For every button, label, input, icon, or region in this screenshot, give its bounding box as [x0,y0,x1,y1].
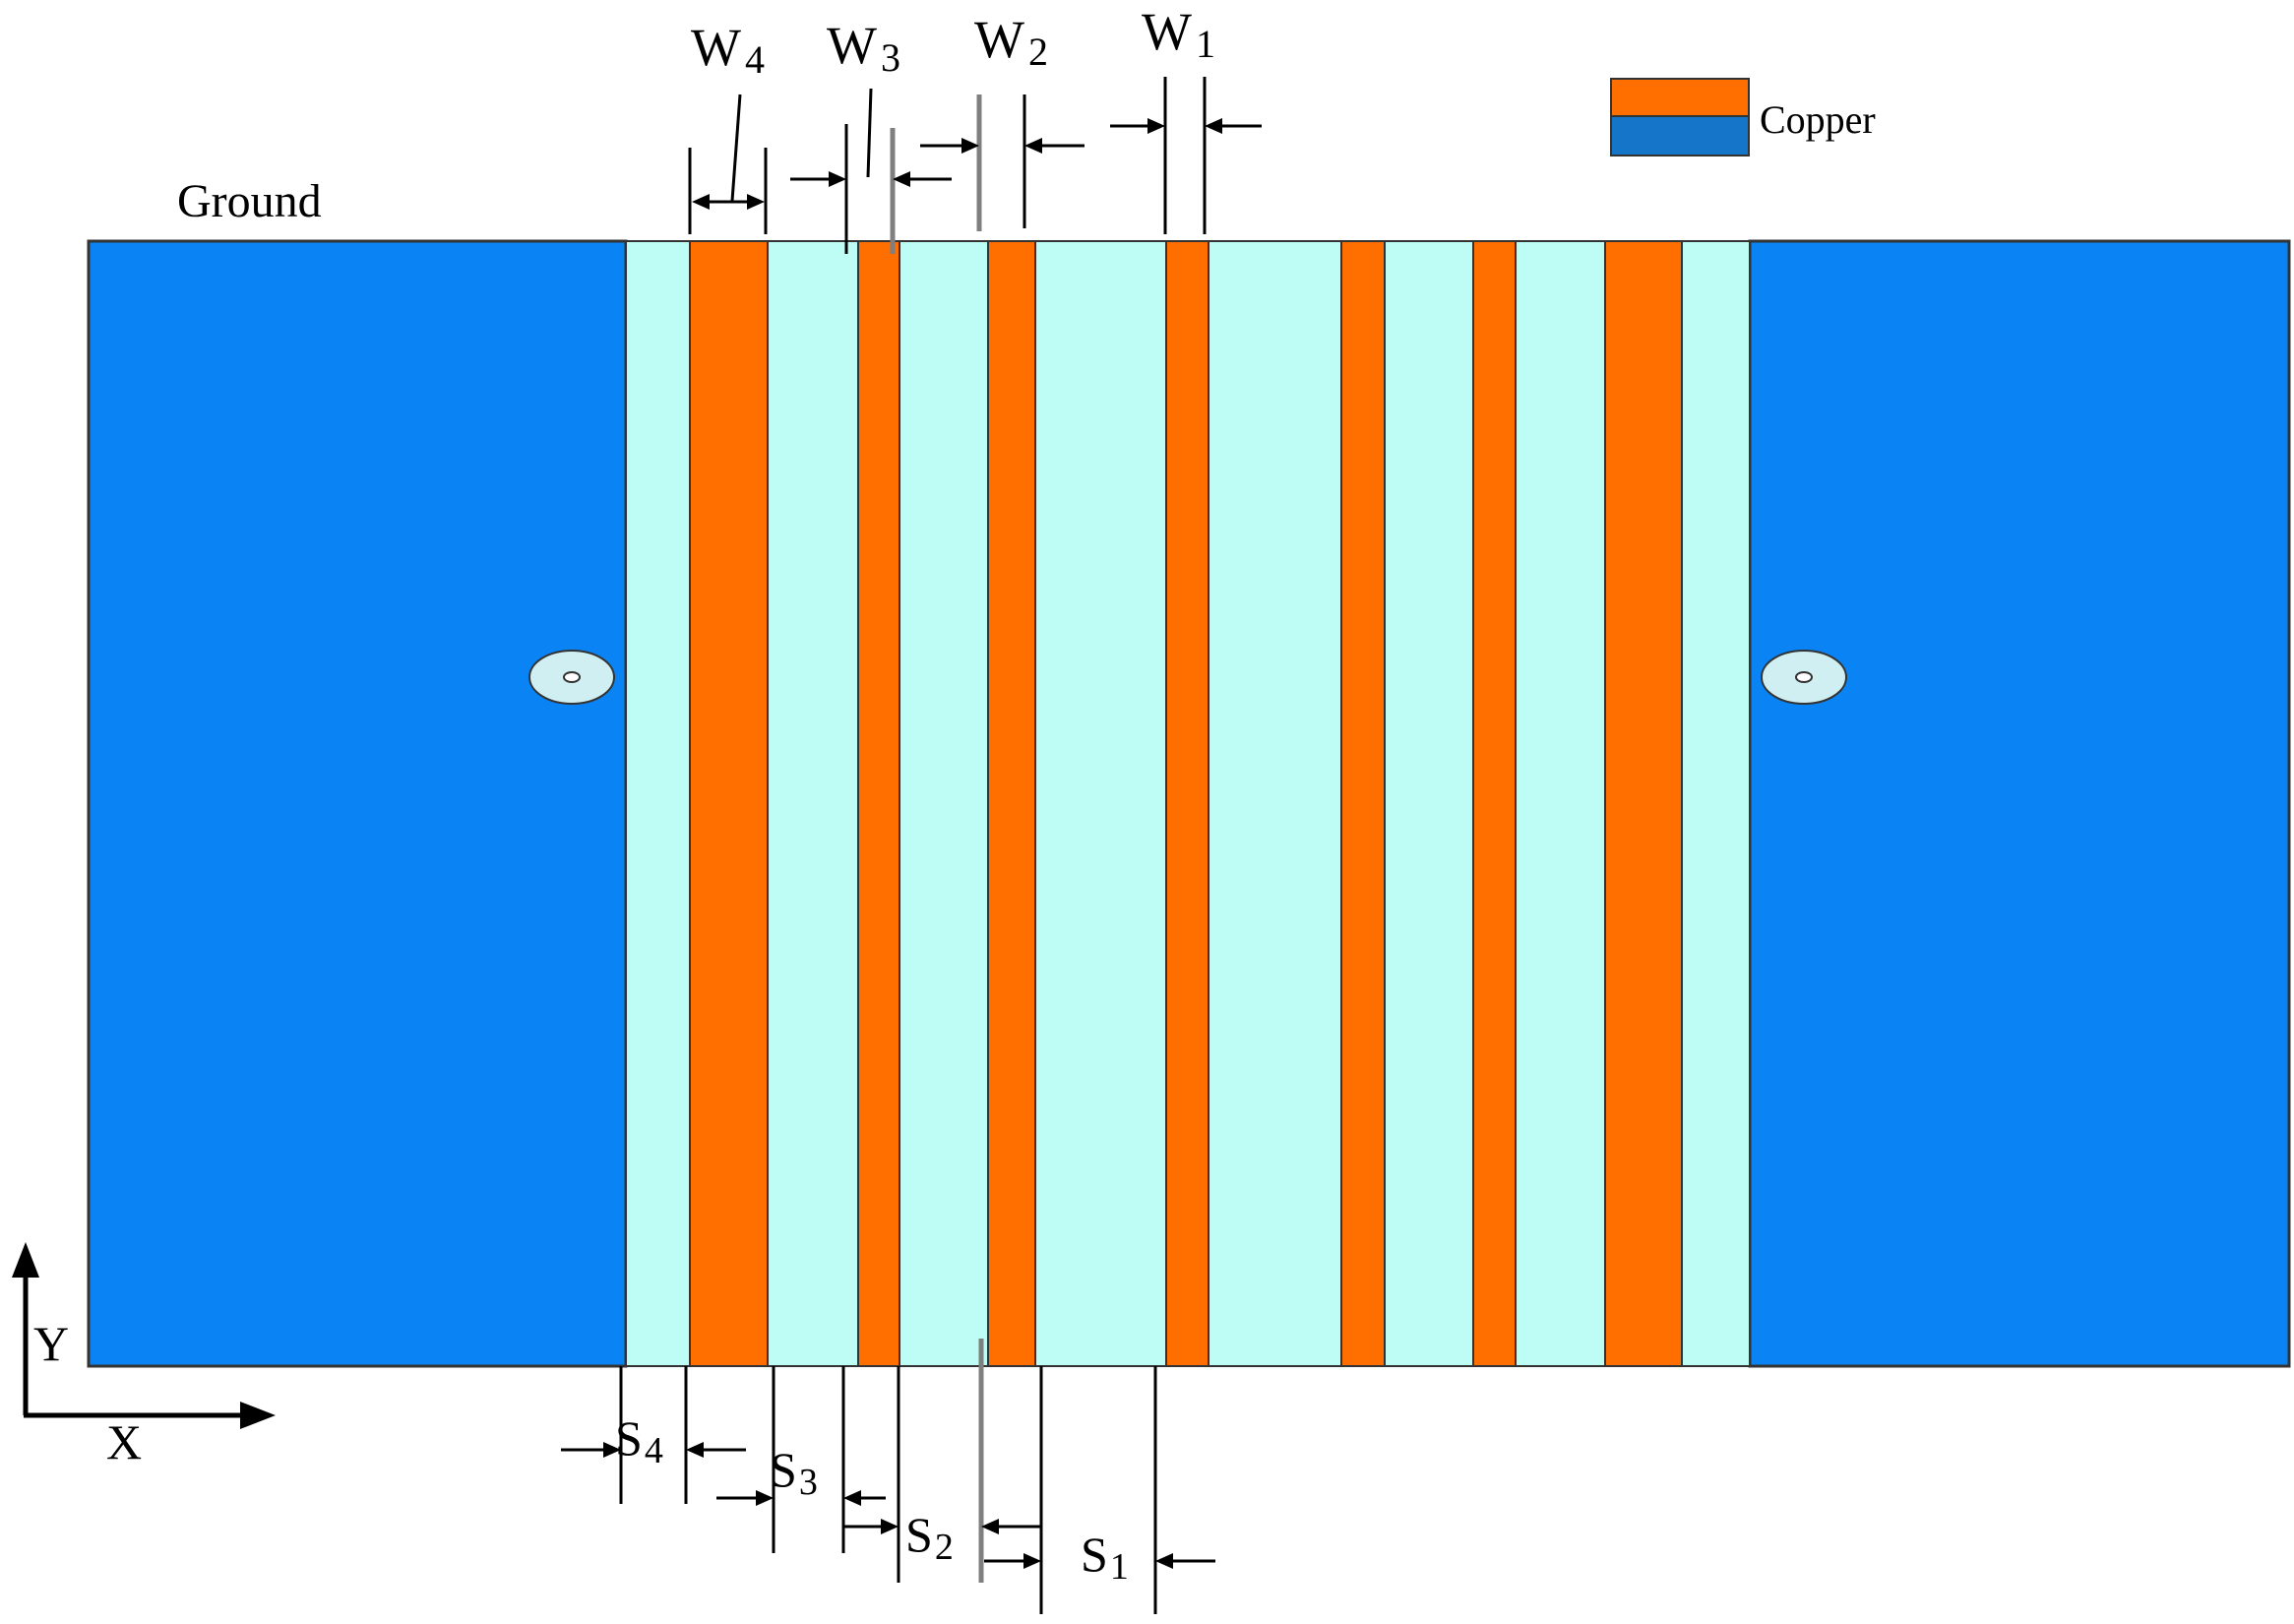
dimension-s4: S4 [561,1366,746,1504]
copper-strip-w1-right [1340,240,1386,1367]
y-axis-arrowhead [12,1242,39,1278]
legend-swatch-top [1610,78,1750,117]
gap-strip [899,240,989,1367]
copper-strip-w4-right [1604,240,1683,1367]
gap-strip [625,240,691,1367]
x-axis-label: X [106,1414,142,1469]
gap-strip [1034,240,1167,1367]
label-s2: S2 [905,1507,954,1568]
dimension-s1: S1 [984,1366,1215,1614]
dimension-s3: S3 [716,1366,886,1553]
legend: Copper [1610,78,1876,156]
copper-strip-w4-left [689,240,769,1367]
gap-strip [1384,240,1474,1367]
via-right [1761,650,1847,705]
gap-strip [1515,240,1606,1367]
x-axis-arrowhead [240,1402,276,1429]
gap-strip [1208,240,1342,1367]
copper-strip-w3-left [857,240,900,1367]
legend-label: Copper [1760,97,1876,142]
ground-plane-left [87,239,628,1368]
gap-strip [767,240,859,1367]
coordinate-axes: Y X [12,1242,276,1469]
gap-strip [1681,240,1751,1367]
dimension-s2: S2 [842,1339,1041,1583]
y-axis-label: Y [33,1316,69,1371]
ground-label: Ground [177,175,322,227]
ground-plane-right [1748,239,2291,1368]
copper-strip-w2-right [1472,240,1517,1367]
label-s1: S1 [1081,1527,1129,1588]
legend-swatch-bottom [1610,115,1750,156]
copper-strip-w2-left [987,240,1036,1367]
label-s3: S3 [770,1442,818,1503]
copper-strip-w1-left [1165,240,1209,1367]
via-left [528,650,615,705]
label-s4: S4 [615,1410,663,1471]
